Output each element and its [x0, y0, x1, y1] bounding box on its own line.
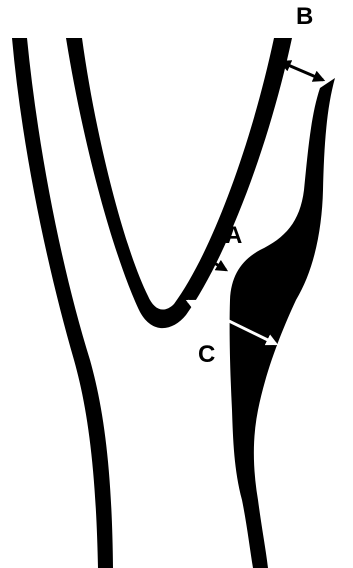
arrow-b	[281, 62, 323, 80]
label-b: B	[296, 3, 313, 30]
left-outer-wall	[12, 38, 113, 568]
label-a: A	[225, 222, 242, 249]
label-c: C	[198, 341, 215, 368]
